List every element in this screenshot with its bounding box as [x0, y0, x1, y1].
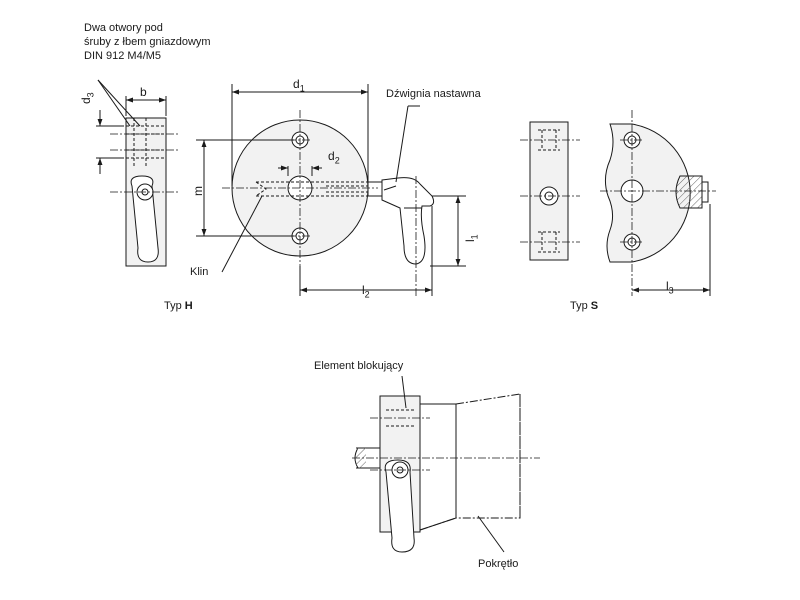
- type-s-prefix: Typ: [570, 300, 588, 312]
- s-locking-screw: [676, 176, 702, 208]
- dimension-l1-sub: 1: [469, 234, 480, 240]
- type-s-caption: Typ S: [570, 300, 598, 313]
- type-h-prefix: Typ: [164, 300, 182, 312]
- dimension-l3-base: l: [666, 279, 669, 293]
- dimension-m: m: [191, 186, 205, 196]
- wedge-label: Klin: [190, 266, 209, 278]
- dimension-d3-sub: 3: [85, 92, 96, 98]
- type-h-side-view: [96, 80, 178, 266]
- dimension-d1: d1: [293, 78, 305, 95]
- dimension-l1-base: l: [463, 239, 477, 242]
- adjustable-lever: [382, 178, 434, 264]
- lever-shaft: [368, 182, 382, 196]
- assembly-view: [352, 376, 540, 552]
- dimension-b: b: [140, 85, 147, 99]
- side-lever: [131, 176, 158, 262]
- dimension-d2-sub: 2: [334, 155, 340, 166]
- dimension-l3-sub: 3: [668, 285, 674, 296]
- dimension-l2-base: l: [362, 283, 365, 297]
- locking-element-label: Element blokujący: [314, 360, 404, 372]
- dimension-d3-base: d: [79, 97, 93, 104]
- holes-note-line-3: DIN 912 M4/M5: [84, 50, 162, 62]
- dimension-d3: d3: [79, 92, 97, 104]
- type-h-letter: H: [184, 300, 193, 312]
- knob-outline: [420, 394, 520, 530]
- dimension-d1-sub: 1: [299, 83, 305, 94]
- type-s-letter: S: [590, 300, 599, 312]
- dimension-d1-base: d: [293, 77, 300, 91]
- wedge-channel: [256, 182, 378, 196]
- dimension-d2: d2: [328, 150, 340, 167]
- type-s-side-view: [520, 122, 580, 260]
- dimension-l2-sub: 2: [364, 289, 370, 300]
- holes-note-line-1: Dwa otwory pod: [84, 22, 163, 34]
- type-s-front-view: [600, 110, 716, 296]
- lever-label: Dźwignia nastawna: [386, 88, 481, 100]
- dimension-l3: l3: [666, 280, 674, 297]
- s-disc: [605, 124, 690, 262]
- dimension-l2: l2: [362, 284, 370, 301]
- type-h-caption: Typ H: [164, 300, 193, 313]
- assembly-lever: [385, 460, 414, 552]
- knob-label: Pokrętło: [478, 558, 519, 570]
- holes-note-line-2: śruby z łbem gniazdowym: [84, 36, 211, 48]
- dimension-l1: l1: [463, 234, 481, 242]
- dimension-d2-base: d: [328, 149, 335, 163]
- type-h-front-view: [196, 84, 466, 298]
